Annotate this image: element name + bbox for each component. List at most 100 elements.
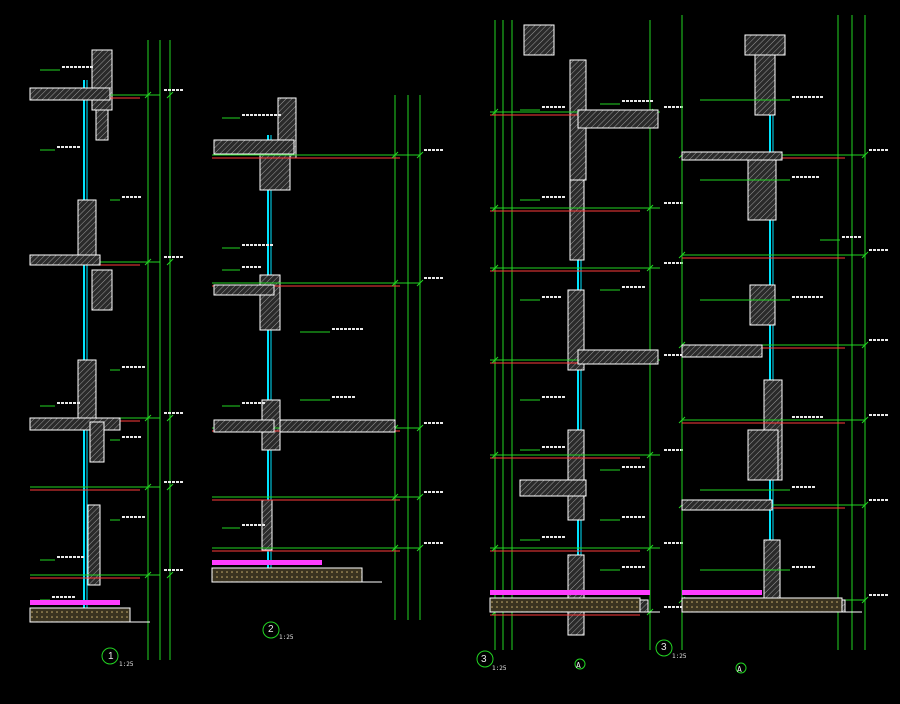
leader-text: [250, 524, 253, 526]
level-annotation: [180, 256, 183, 258]
leader-text: [254, 524, 257, 526]
leader-text: [804, 566, 807, 568]
leader-text: [546, 396, 549, 398]
leader-text: [60, 596, 63, 598]
level-annotation: [432, 422, 435, 424]
dimension-tick: [166, 414, 174, 422]
section-marker-circle: [476, 650, 494, 668]
leader-text: [246, 244, 249, 246]
leader-text: [262, 402, 265, 404]
leader-text: [820, 96, 823, 98]
leader-text: [73, 556, 76, 558]
dimension-tick: [678, 416, 686, 424]
level-annotation: [885, 414, 888, 416]
level-annotation: [885, 149, 888, 151]
level-annotation: [676, 106, 679, 108]
leader-text: [62, 66, 65, 68]
dimension-tick: [144, 91, 152, 99]
wall-pier: [747, 429, 779, 481]
axis-marker-circle: [574, 658, 586, 670]
leader-text: [554, 196, 557, 198]
leader-text: [638, 466, 641, 468]
leader-text: [254, 402, 257, 404]
leader-text: [360, 328, 363, 330]
leader-text: [808, 486, 811, 488]
leader-text: [808, 296, 811, 298]
leader-text: [562, 446, 565, 448]
level-annotation: [885, 249, 888, 251]
leader-text: [122, 516, 125, 518]
dimension-tick: [166, 571, 174, 579]
leader-text: [812, 486, 815, 488]
leader-text: [626, 286, 629, 288]
floor-slab: [213, 419, 275, 433]
leader-text: [246, 402, 249, 404]
leader-text: [808, 96, 811, 98]
level-annotation: [440, 149, 443, 151]
dimension-tick: [861, 251, 869, 259]
leader-text: [630, 516, 633, 518]
leader-text: [246, 524, 249, 526]
level-annotation: [885, 594, 888, 596]
finish-band: [212, 560, 322, 565]
section-marker-2: 2: [268, 624, 274, 635]
level-annotation: [877, 149, 880, 151]
leader-text: [650, 100, 653, 102]
dimension-tick: [144, 571, 152, 579]
leader-text: [542, 196, 545, 198]
level-annotation: [873, 499, 876, 501]
leader-text: [254, 114, 257, 116]
leader-text: [69, 556, 72, 558]
leader-text: [122, 436, 125, 438]
leader-text: [792, 96, 795, 98]
leader-text: [77, 146, 80, 148]
axis-marker-a1: A: [576, 661, 581, 670]
leader-text: [64, 596, 67, 598]
leader-text: [138, 436, 141, 438]
leader-text: [77, 402, 80, 404]
level-annotation: [164, 89, 167, 91]
dimension-tick: [391, 279, 399, 287]
ground-fill: [211, 567, 363, 583]
leader-text: [796, 566, 799, 568]
dimension-tick: [646, 204, 654, 212]
leader-text: [808, 566, 811, 568]
leader-text: [622, 286, 625, 288]
level-annotation: [168, 481, 171, 483]
leader-text: [634, 286, 637, 288]
level-annotation: [436, 542, 439, 544]
leader-text: [820, 296, 823, 298]
level-annotation: [436, 422, 439, 424]
leader-text: [542, 396, 545, 398]
wall-pier: [87, 504, 101, 586]
leader-text: [630, 566, 633, 568]
level-annotation: [664, 262, 667, 264]
dimension-tick: [166, 483, 174, 491]
level-annotation: [668, 202, 671, 204]
leader-text: [622, 100, 625, 102]
leader-text: [546, 446, 549, 448]
leader-text: [142, 366, 145, 368]
level-annotation: [672, 449, 675, 451]
leader-text: [542, 106, 545, 108]
level-annotation: [881, 149, 884, 151]
leader-text: [858, 236, 861, 238]
level-annotation: [436, 149, 439, 151]
leader-text: [550, 536, 553, 538]
section-marker-circle: [262, 621, 280, 639]
floor-slab: [681, 499, 773, 511]
dimension-tick: [491, 264, 499, 272]
leader-text: [69, 146, 72, 148]
leader-text: [57, 146, 60, 148]
level-annotation: [877, 339, 880, 341]
level-annotation: [676, 354, 679, 356]
dimension-tick: [491, 204, 499, 212]
leader-text: [56, 596, 59, 598]
level-annotation: [668, 106, 671, 108]
dimension-tick: [491, 544, 499, 552]
leader-text: [642, 100, 645, 102]
level-annotation: [432, 277, 435, 279]
leader-text: [630, 100, 633, 102]
dimension-tick: [416, 151, 424, 159]
